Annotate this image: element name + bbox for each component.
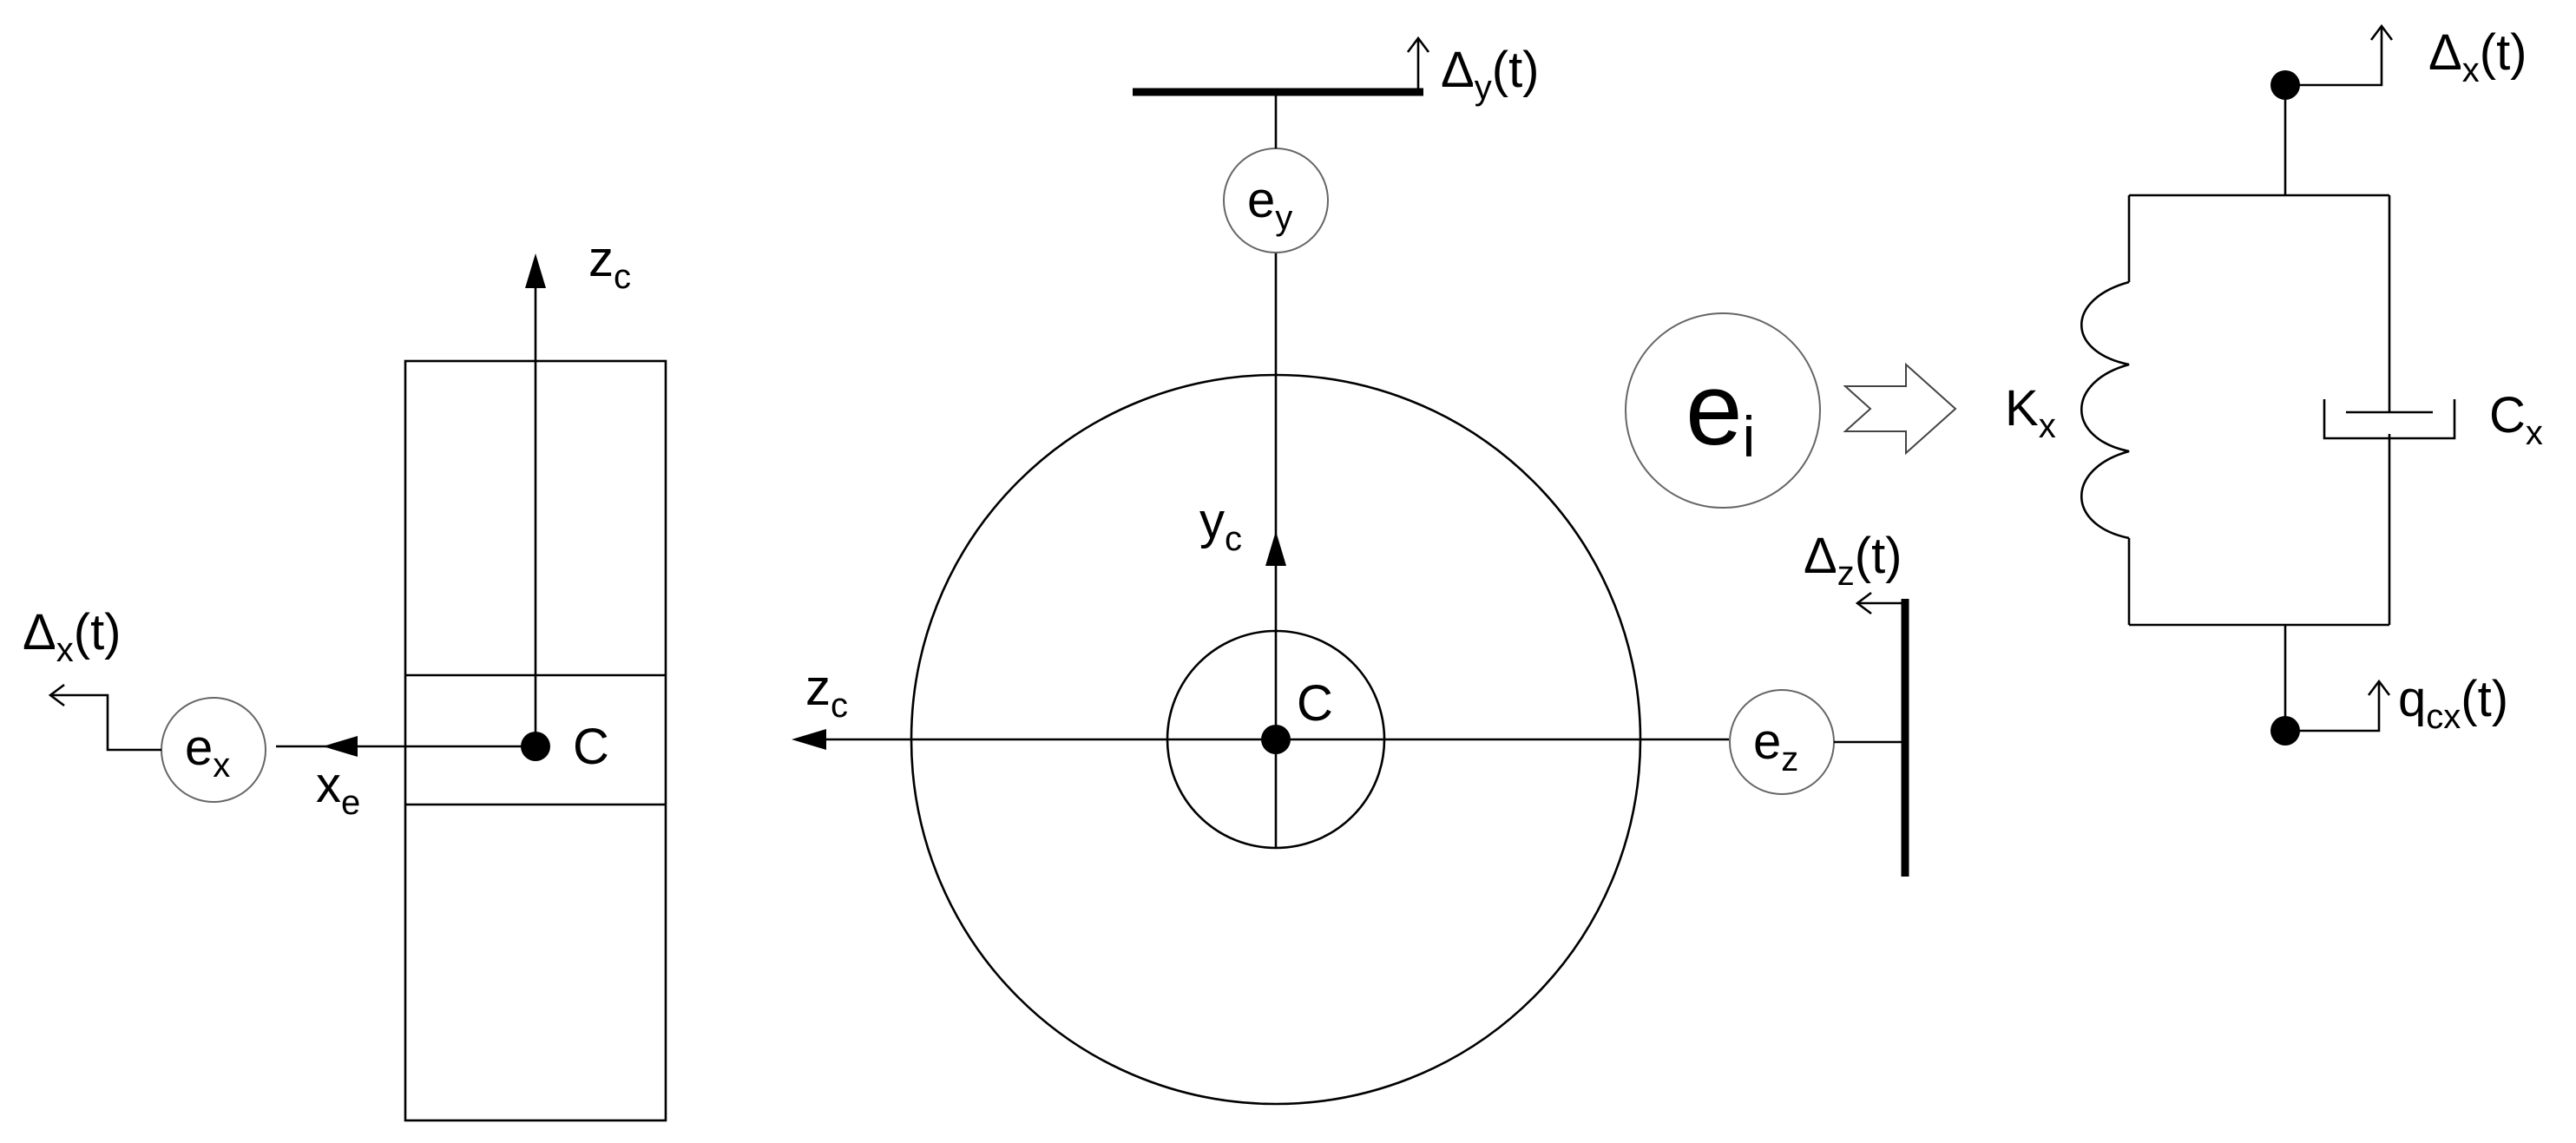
spring-label: Kx [2005, 380, 2056, 445]
bottom-disp-label: qcx(t) [2398, 671, 2508, 736]
node-ei [1625, 312, 1821, 509]
front-z-arrowhead [792, 729, 826, 750]
side-center-label: C [573, 719, 609, 775]
spring-damper-model: ei Δx(t) Kx Cx qcx(t) [1625, 23, 2543, 746]
side-view: zc xe C ex Δx(t) [23, 231, 667, 1122]
node-ez-label: ez [1753, 713, 1798, 778]
ey-delta-arrowhead [1406, 36, 1430, 53]
top-disp-label: Δx(t) [2428, 24, 2527, 89]
damper-label: Cx [2489, 387, 2543, 452]
damper-cup [2323, 399, 2456, 440]
ez-delta-arrowhead [1855, 591, 1872, 615]
side-delta-hook [50, 693, 161, 752]
bottom-disp-arrowhead [2367, 679, 2391, 696]
top-disp-arrowhead [2369, 23, 2394, 41]
equivalence-arrow [1843, 362, 1957, 456]
side-x-label: xe [316, 757, 360, 822]
side-z-arrowhead [525, 253, 546, 288]
ez-delta-label: Δz(t) [1804, 528, 1902, 593]
front-z-label: zc [805, 660, 848, 725]
top-disp-hook [2285, 26, 2383, 87]
ey-delta-label: Δy(t) [1441, 42, 1540, 107]
front-center-label: C [1297, 675, 1333, 732]
front-view: zc yc C ey Δy(t) ez Δz(t) [792, 36, 1909, 1106]
side-delta-label: Δx(t) [23, 604, 122, 669]
side-delta-arrow [48, 683, 65, 707]
side-center-point [521, 732, 550, 761]
node-ey-label: ey [1247, 172, 1292, 237]
node-ei-label: ei [1686, 352, 1755, 469]
side-z-label: zc [588, 231, 631, 296]
front-y-arrowhead [1265, 531, 1286, 566]
side-x-arrowhead [323, 736, 358, 757]
bottom-disp-hook [2285, 681, 2381, 732]
front-center-point [1261, 725, 1291, 754]
front-y-label: yc [1199, 493, 1242, 558]
spring-coil [2080, 280, 2130, 540]
node-ex-label: ex [185, 719, 230, 785]
